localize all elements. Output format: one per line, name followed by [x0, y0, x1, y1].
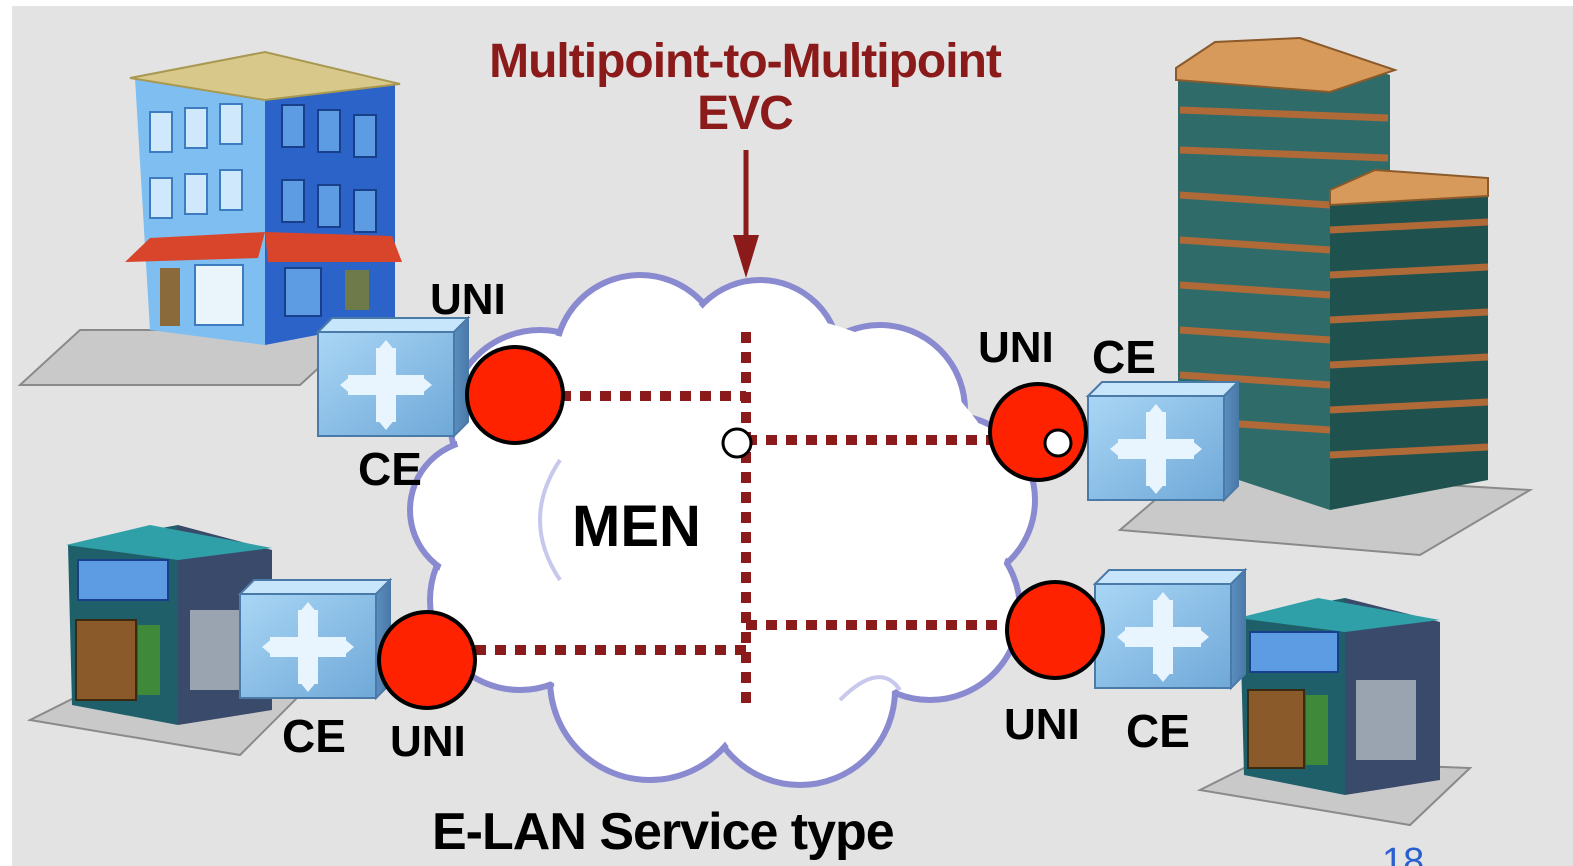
office-building-icon	[17, 50, 402, 386]
diagram-caption: E-LAN Service type	[432, 803, 895, 861]
retail-store-icon	[26, 525, 303, 757]
arrow-down-icon	[733, 150, 759, 278]
uni-point-bottom-left	[377, 610, 477, 710]
uni-point-top-right	[988, 382, 1088, 482]
retail-store-icon-2	[1196, 598, 1473, 827]
uni-label-bottom-left: UNI	[390, 717, 466, 766]
ce-label-top-right: CE	[1092, 331, 1156, 383]
uni-point-bottom-right	[1005, 580, 1105, 680]
ce-switch-icon-top-left	[317, 317, 469, 437]
evc-title-line1: Multipoint-to-Multipoint	[489, 35, 1002, 88]
page-number: 18	[1382, 841, 1425, 866]
uni-junction-point	[1043, 428, 1073, 458]
evc-lines	[475, 332, 1010, 710]
ce-switch-icon-bottom-left	[239, 579, 391, 699]
uni-label-top-right: UNI	[978, 323, 1054, 372]
ce-switch-icon-top-right	[1087, 381, 1239, 501]
uni-label-top-left: UNI	[430, 275, 506, 324]
uni-point-top-left	[465, 345, 565, 445]
men-label: MEN	[572, 494, 701, 559]
junction-point	[721, 427, 753, 459]
evc-title-line2: EVC	[697, 87, 794, 140]
ce-label-top-left: CE	[358, 443, 422, 495]
ce-label-bottom-left: CE	[282, 710, 346, 762]
uni-label-bottom-right: UNI	[1004, 700, 1080, 749]
ce-switch-icon-bottom-right	[1094, 569, 1246, 689]
ce-label-bottom-right: CE	[1126, 705, 1190, 757]
